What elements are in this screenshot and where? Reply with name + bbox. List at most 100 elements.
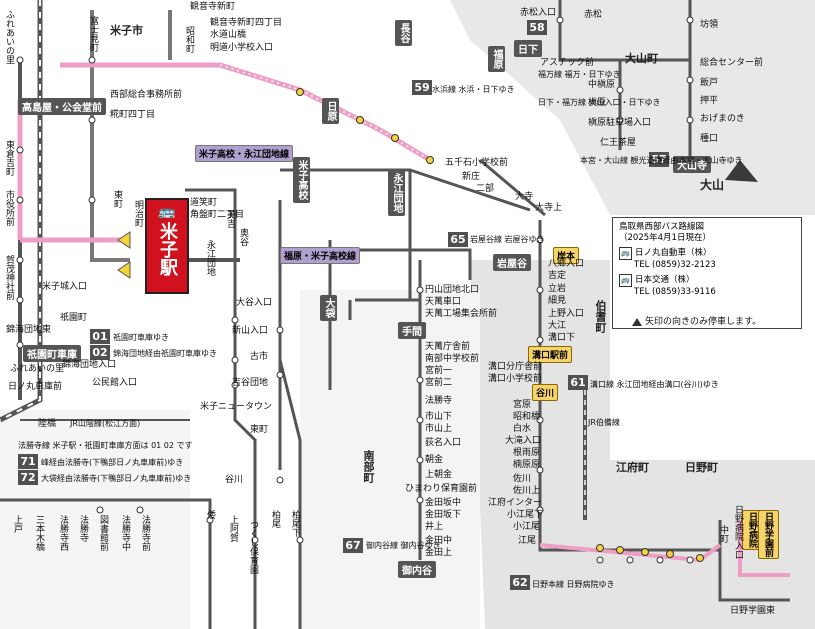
stop-kaneda-shita[interactable]: 金田坂下 [425, 510, 462, 520]
route-fukubara-line[interactable]: 福原・米子高校線 [280, 247, 361, 264]
stop-newtown[interactable]: 米子ニュータウン [200, 402, 273, 412]
stop-suidoyama[interactable]: 水道山橋 [210, 30, 247, 40]
stop-kinkai-higashi[interactable]: 錦海団地東 [6, 325, 52, 335]
stop-seibu-sogo[interactable]: 西部総合事務所前 [110, 90, 183, 100]
stop-tenman-chosha[interactable]: 天萬庁舎前 [425, 342, 471, 352]
stop-higashimachi-2[interactable]: 東町 [250, 425, 269, 435]
stop-kojimachi[interactable]: 糀町四丁目 [110, 110, 156, 120]
stop-tateiwa[interactable]: 立岩 [548, 284, 567, 294]
stop-kashio[interactable]: 柏尾 [270, 510, 280, 528]
stop-makihara-parking[interactable]: 槇原駐車場入口 [588, 118, 652, 128]
stop-shinjo[interactable]: 新庄 [462, 172, 481, 182]
stop-nambu-chu[interactable]: 南部中学校前 [425, 354, 480, 364]
stop-sagawa[interactable]: 佐川 [513, 474, 532, 484]
stop-kami-asagane[interactable]: 上朝金 [425, 470, 453, 480]
stop-showabashi[interactable]: 昭和橋 [513, 412, 541, 422]
stop-fureai[interactable]: ふれあいの里 [4, 10, 14, 64]
stop-hoshoji-chu[interactable]: 法勝寺中 [120, 515, 130, 551]
stop-miyamae-2[interactable]: 宮前二 [425, 378, 453, 388]
stop-miyoshi[interactable]: 美吉 [225, 210, 235, 228]
stop-kamo[interactable]: 賀茂神社前 [4, 255, 14, 300]
stop-taneguchi[interactable]: 種口 [700, 134, 719, 144]
stop-okudani[interactable]: 奥谷 [238, 228, 248, 246]
stop-tsukushi[interactable]: つくし保育園 [248, 520, 258, 574]
hub-mikuriya[interactable]: 御内谷 [398, 561, 436, 578]
stop-gion[interactable]: 祇園町 [60, 313, 88, 323]
hub-gion[interactable]: 祇園町車庫 [23, 345, 81, 362]
stop-yamato[interactable]: 倭 [205, 510, 215, 519]
hub-fukubara[interactable]: 福原 [488, 46, 505, 72]
yonago-station[interactable]: 🚌 米子駅 [145, 198, 189, 294]
stop-hino-gakuen-higashi[interactable]: 日野学園東 [730, 606, 776, 616]
hub-onchi[interactable]: 大袋 [320, 295, 337, 321]
hub-takashimaya[interactable]: 高島屋・公会堂前 [18, 98, 106, 115]
stop-kamido[interactable]: 上戸 [12, 515, 22, 533]
stop-hinomaru-shako[interactable]: 日ノ丸車庫前 [8, 382, 63, 392]
stop-hoshoji[interactable]: 法勝寺 [78, 515, 88, 542]
stop-gosengoku[interactable]: 五千石小学校前 [445, 158, 509, 168]
hub-tedo[interactable]: 手間 [398, 322, 426, 339]
stop-oe[interactable]: 大江 [548, 321, 567, 331]
stop-fureai-2[interactable]: ふれあいの里 [10, 364, 65, 374]
stop-kusuhara[interactable]: 楠原原 [513, 460, 541, 470]
hub-hase[interactable]: 長谷 [395, 20, 412, 46]
hub-mizokuchi[interactable]: 溝口駅前 [528, 346, 573, 363]
stop-ichiyama-ue[interactable]: 市山上 [425, 424, 453, 434]
stop-ebi[interactable]: 江尾 [518, 536, 537, 546]
stop-asuchikku[interactable]: アスチック前 [540, 58, 595, 68]
stop-ogina[interactable]: 荻名入口 [425, 438, 462, 448]
stop-showa[interactable]: 昭和町 [184, 26, 194, 53]
route-57[interactable]: 57 [649, 152, 669, 167]
stop-koebi[interactable]: 小江尾 [513, 522, 541, 532]
stop-boryo[interactable]: 坊領 [700, 20, 719, 30]
stop-kaneda-naka[interactable]: 金田坂中 [425, 498, 462, 508]
route-01[interactable]: 01 [90, 329, 110, 344]
stop-shiyakusho-mae[interactable]: 市役所前 [4, 190, 14, 226]
stop-kominkan[interactable]: 公民館入口 [92, 378, 138, 388]
stop-kannonji-shinmachi[interactable]: 観音寺新町 [190, 2, 236, 12]
stop-rikkyo[interactable]: 陸橋 [38, 419, 57, 429]
stop-nakamachi[interactable]: 中町 [718, 525, 728, 543]
stop-yoshidani[interactable]: 吉谷団地 [232, 378, 269, 388]
stop-otaki[interactable]: 大滝入口 [505, 436, 542, 446]
hub-tanigawa[interactable]: 谷川 [532, 384, 559, 401]
stop-kinkai-iriguchi[interactable]: 錦海団地入口 [62, 360, 117, 370]
stop-kaneda-chu[interactable]: 金田中 [425, 536, 453, 546]
stop-fujimi[interactable]: 富士見町 [88, 16, 98, 52]
stop-nibu[interactable]: 二部 [476, 184, 495, 194]
stop-maruyama[interactable]: 円山団地北口 [425, 285, 480, 295]
stop-ueno[interactable]: 上野入口 [548, 309, 585, 319]
stop-meido[interactable]: 明道小学校入口 [210, 43, 274, 53]
stop-kashio-shita[interactable]: 柏尾下 [290, 510, 300, 537]
hub-hino-gakuen[interactable]: 日野学園前 [758, 510, 779, 559]
stop-makihara[interactable]: 槇原 [588, 98, 607, 108]
route-58[interactable]: 58 [527, 20, 547, 35]
stop-miyamae-1[interactable]: 宮前一 [425, 366, 453, 376]
stop-miyahara[interactable]: 宮原 [513, 400, 532, 410]
stop-kofu-ic[interactable]: 江府インター [488, 498, 543, 508]
stop-naka-makihara[interactable]: 中槇原 [588, 80, 616, 90]
route-yonago-kokou-line[interactable]: 米子高校・永江団地線 [195, 145, 294, 162]
route-71[interactable]: 71 [18, 454, 38, 469]
stop-kamiaga[interactable]: 上阿賀 [228, 515, 238, 542]
hub-iwayadani[interactable]: 岩屋谷 [493, 254, 531, 271]
stop-odera[interactable]: 大寺 [515, 192, 534, 202]
stop-meiji[interactable]: 明治町 [133, 200, 143, 227]
stop-furuichi[interactable]: 古市 [250, 352, 269, 362]
route-72[interactable]: 72 [18, 470, 38, 485]
stop-neuhara[interactable]: 根雨原 [513, 448, 541, 458]
stop-narayoshi[interactable]: 大谷入口 [236, 298, 273, 308]
stop-sogo-center[interactable]: 総合センター前 [700, 58, 764, 68]
hub-yonago-kokou[interactable]: 米子高校 [293, 157, 310, 203]
route-65[interactable]: 65 [448, 232, 468, 247]
stop-oshihira[interactable]: 押平 [700, 96, 719, 106]
stop-ogemanoki[interactable]: おげまのき [700, 114, 745, 124]
stop-yasato[interactable]: 八郷入口 [548, 259, 585, 269]
stop-kakuban[interactable]: 角盤町二丁目 [190, 210, 245, 220]
stop-sagawa-ue[interactable]: 佐川上 [513, 486, 541, 496]
stop-mizokuchi-shita[interactable]: 溝口下 [548, 333, 576, 343]
stop-hosomi[interactable]: 細見 [548, 296, 567, 306]
stop-kaneda-ue[interactable]: 金田上 [425, 548, 453, 558]
stop-mizokuchi-sho[interactable]: 溝口小学校前 [488, 374, 543, 384]
stop-iido[interactable]: 飯戸 [700, 78, 719, 88]
